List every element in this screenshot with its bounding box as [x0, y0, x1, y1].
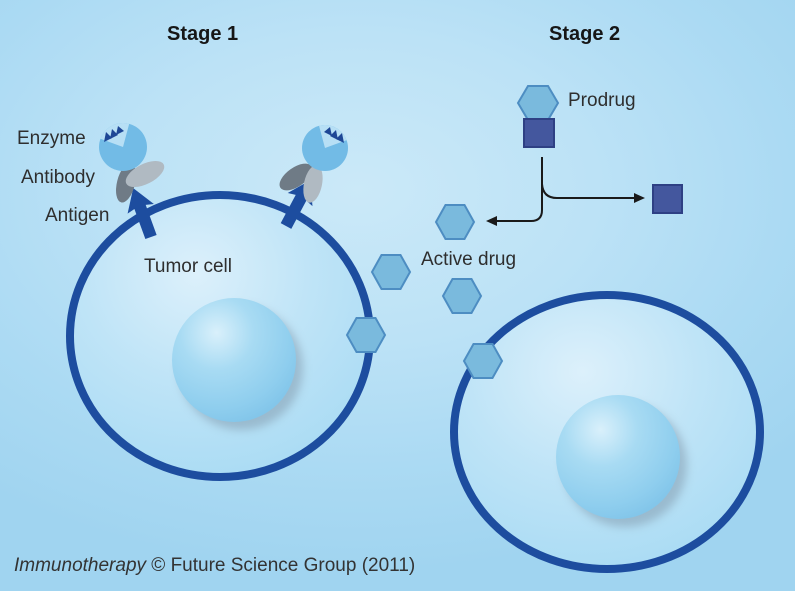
tumor-cell-left — [66, 191, 374, 481]
enzyme-teeth — [324, 127, 344, 143]
antibody-icon — [116, 160, 165, 203]
prodrug-icon — [516, 85, 560, 148]
active-drug-hexagon-floating-left — [370, 254, 412, 290]
prodrug-linker-square — [523, 118, 555, 148]
antibody-icon — [279, 163, 323, 203]
arrowhead-left — [486, 216, 497, 226]
stage1-title: Stage 1 — [167, 23, 239, 45]
prodrug-label: Prodrug — [568, 90, 636, 111]
caption-copyright-text: © Future Science Group (2011) — [146, 555, 416, 576]
cleavage-arrow-left — [496, 157, 543, 222]
enzyme-icon — [302, 125, 348, 171]
antigen-antibody-enzyme-complex-2 — [279, 125, 348, 229]
prodrug-hexagon — [516, 85, 560, 121]
active-drug-hexagon-floating-mid — [441, 278, 483, 314]
stage2-title: Stage 2 — [549, 23, 621, 45]
enzyme-icon — [99, 122, 147, 171]
active-drug-hexagon-on-left-cell — [345, 317, 387, 353]
figure-caption: Immunotherapy © Future Science Group (20… — [14, 555, 416, 577]
caption-journal-name: Immunotherapy — [14, 555, 147, 576]
antigen-antibody-enzyme-complex-1 — [99, 122, 165, 240]
enzyme-label: Enzyme — [17, 128, 86, 149]
active-drug-hexagons — [345, 204, 504, 379]
nucleus-left — [172, 298, 296, 422]
active-drug-hexagon-released — [434, 204, 476, 240]
nucleus-right — [556, 395, 680, 519]
antigen-icon — [127, 188, 157, 240]
released-linker-square — [652, 184, 683, 214]
enzyme-teeth — [104, 126, 124, 142]
cleavage-arrow-right — [541, 183, 634, 199]
cleavage-arrows-icon — [486, 157, 645, 226]
active-drug-label: Active drug — [421, 249, 517, 270]
tumor-cell-right — [450, 291, 764, 573]
antigen-label: Antigen — [45, 205, 110, 226]
antibody-label: Antibody — [21, 167, 95, 188]
tumor-cell-label: Tumor cell — [144, 256, 232, 277]
arrowhead-right — [634, 193, 645, 203]
active-drug-hexagon-on-right-cell — [462, 343, 504, 379]
